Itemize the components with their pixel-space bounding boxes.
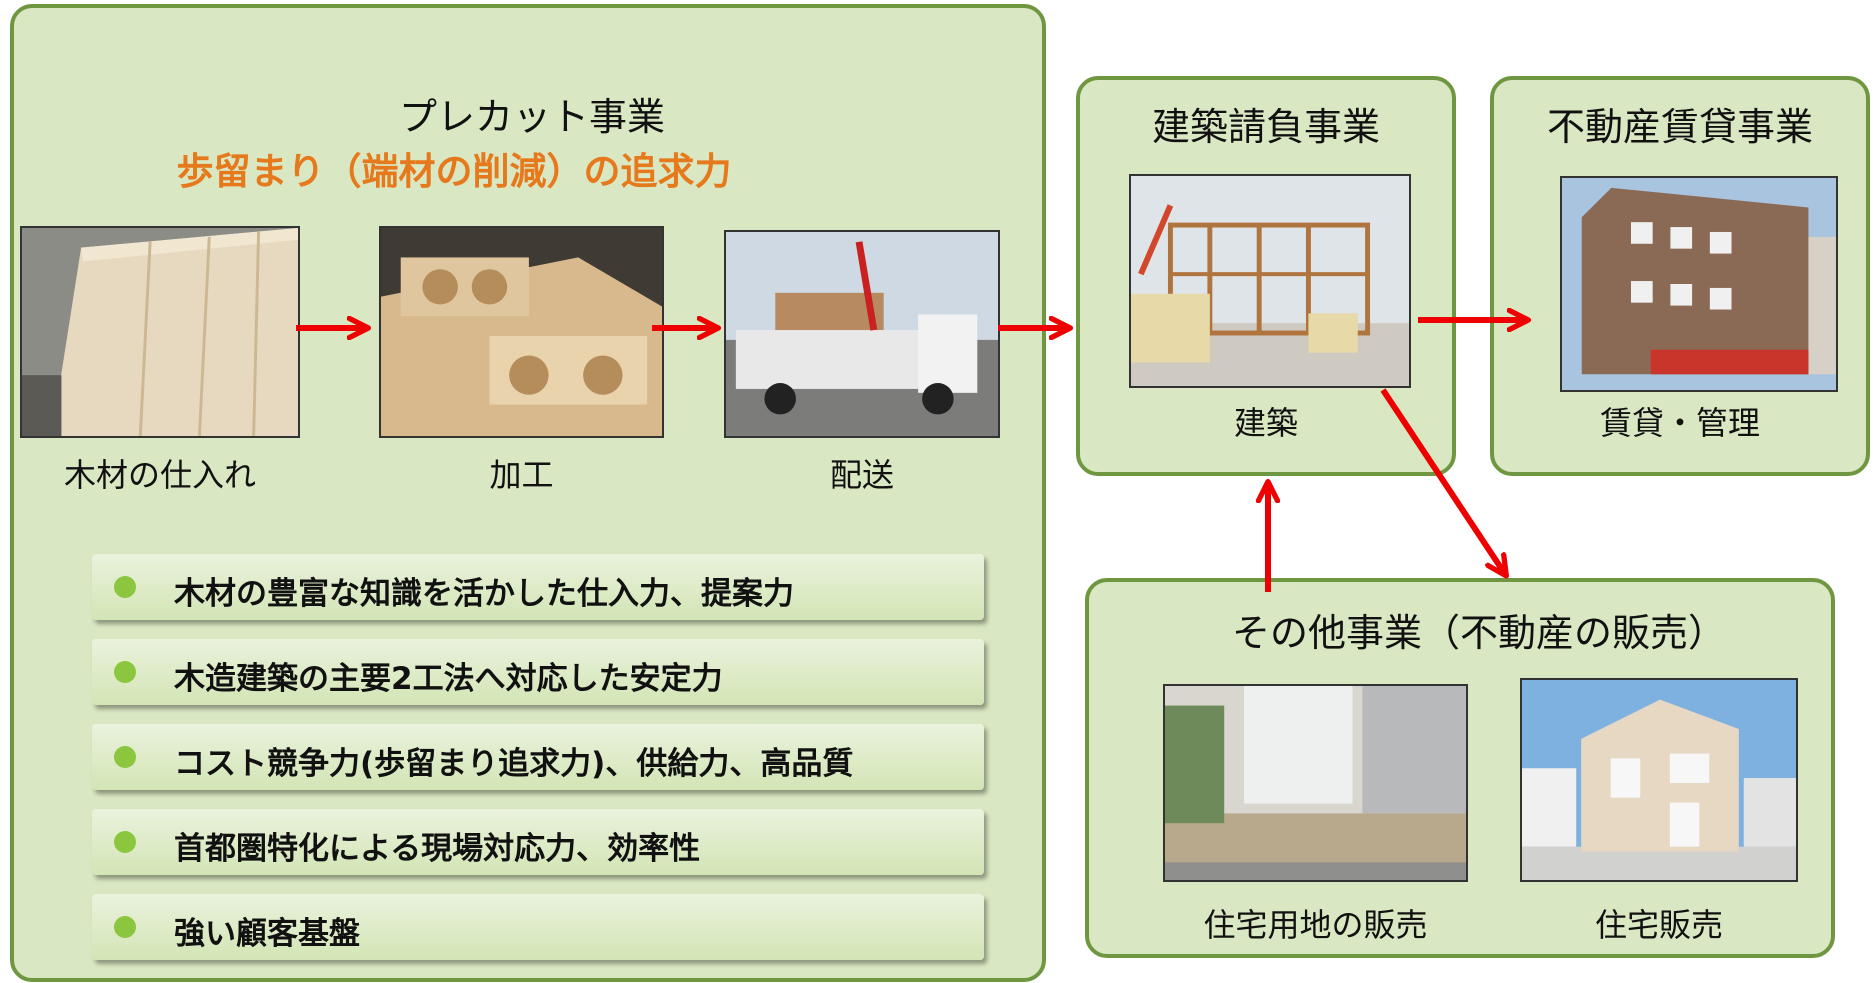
rental-title: 不動産賃貸事業 xyxy=(1546,105,1813,149)
land-sale-label: 住宅用地の販売 xyxy=(1203,906,1428,944)
rental-caption: 賃貸・管理 xyxy=(1599,404,1760,442)
rental-panel: 不動産賃貸事業 賃貸・管理 xyxy=(1490,76,1870,476)
construction-panel: 建築請負事業 建築 xyxy=(1076,76,1456,476)
step-label-delivery: 配送 xyxy=(829,456,894,494)
precut-title: プレカット事業 xyxy=(398,95,665,139)
strength-item: 木材の豊富な知識を活かした仕入力、提案力 xyxy=(92,554,984,620)
strength-item: 強い顧客基盤 xyxy=(92,894,984,960)
step-label-processing: 加工 xyxy=(489,456,554,494)
house-photo xyxy=(1520,678,1798,882)
strength-text: コスト競争力(歩留まり追求力)、供給力、高品質 xyxy=(174,746,854,782)
strength-text: 首都圏特化による現場対応力、効率性 xyxy=(174,831,701,867)
land-lot-photo xyxy=(1163,684,1468,882)
strength-text: 木造建築の主要2工法へ対応した安定力 xyxy=(174,661,723,697)
precut-panel: プレカット事業 歩留まり（端材の削減）の追求力 xyxy=(10,4,1046,982)
construction-caption: 建築 xyxy=(1233,404,1298,442)
strength-text: 木材の豊富な知識を活かした仕入力、提案力 xyxy=(174,576,794,612)
construction-title: 建築請負事業 xyxy=(1151,105,1380,149)
other-title: その他事業（不動産の販売） xyxy=(1231,611,1726,655)
house-sale-label: 住宅販売 xyxy=(1594,906,1723,944)
delivery-truck-photo xyxy=(724,230,1000,438)
bullet-dot xyxy=(114,746,136,768)
precut-subtitle: 歩留まり（端材の削減）の追求力 xyxy=(176,150,732,193)
strength-item: 木造建築の主要2工法へ対応した安定力 xyxy=(92,639,984,705)
lumber-stack-photo xyxy=(20,226,300,438)
bullet-dot xyxy=(114,831,136,853)
strength-text: 強い顧客基盤 xyxy=(174,916,360,952)
bullet-dot xyxy=(114,576,136,598)
processed-timber-photo xyxy=(379,226,664,438)
step-label-purchase: 木材の仕入れ xyxy=(63,456,256,494)
bullet-dot xyxy=(114,661,136,683)
rental-building-photo xyxy=(1560,176,1838,392)
strength-item: 首都圏特化による現場対応力、効率性 xyxy=(92,809,984,875)
other-panel: その他事業（不動産の販売） 住宅用地の販売 住宅販売 xyxy=(1085,578,1835,958)
construction-site-photo xyxy=(1129,174,1411,388)
strength-item: コスト競争力(歩留まり追求力)、供給力、高品質 xyxy=(92,724,984,790)
bullet-dot xyxy=(114,916,136,938)
